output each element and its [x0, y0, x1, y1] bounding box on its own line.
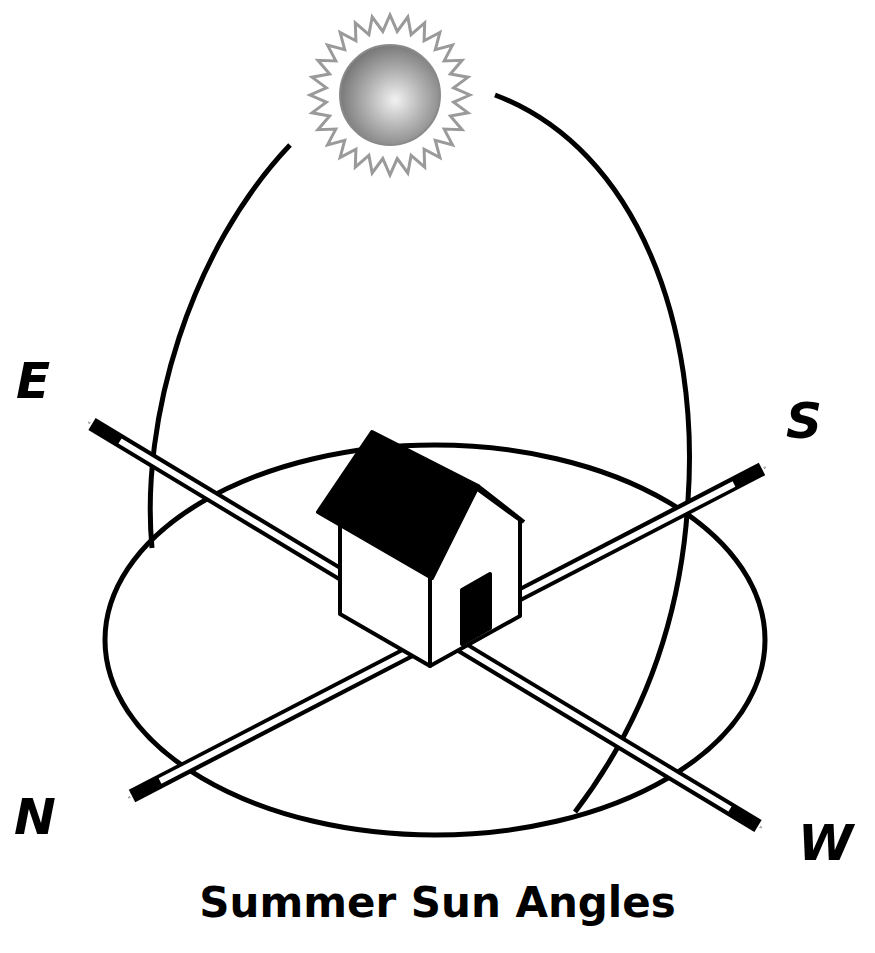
house — [318, 432, 524, 666]
compass-letter: N — [14, 792, 56, 842]
compass-letter: W — [798, 818, 853, 868]
compass-letter: E — [16, 356, 50, 406]
compass-letter: S — [786, 396, 822, 446]
sun-path-arc — [150, 145, 290, 548]
sun-path-arc — [495, 95, 689, 812]
figure-caption: Summer Sun Angles — [0, 880, 875, 926]
sun — [310, 15, 470, 175]
compass-axis — [88, 422, 762, 828]
